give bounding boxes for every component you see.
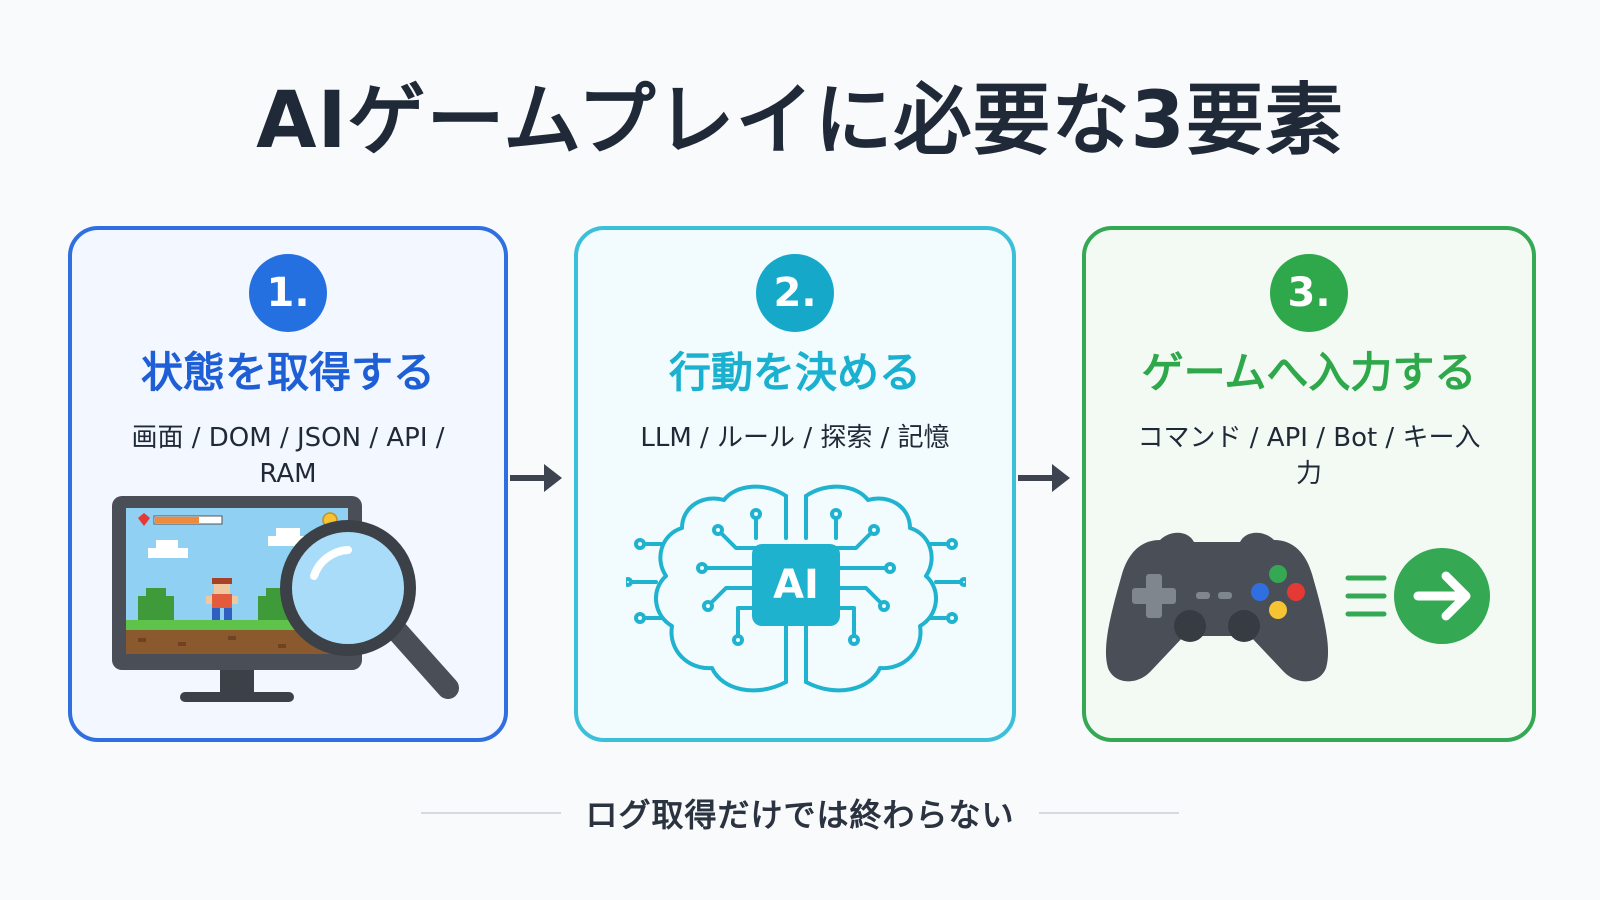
step-number-3: 3. xyxy=(1270,254,1348,332)
step-heading-3: ゲームへ入力する xyxy=(1141,348,1477,397)
step-description-1: 画面 / DOM / JSON / API / RAM xyxy=(131,423,445,489)
step-card-2: 2. 行動を決める LLM / ルール / 探索 / 記憶 xyxy=(574,226,1016,742)
step-number-1: 1. xyxy=(249,254,327,332)
step-card-3: 3. ゲームへ入力する コマンド / API / Bot / キー入力 xyxy=(1082,226,1536,742)
step-number-2: 2. xyxy=(756,254,834,332)
step-heading-2: 行動を決める xyxy=(668,348,921,397)
monitor-magnifier-icon xyxy=(112,496,459,702)
footer-text: ログ取得だけでは終わらない xyxy=(585,796,1015,834)
page-title: AIゲームプレイに必要な3要素 xyxy=(256,76,1344,166)
step-description-3: コマンド / API / Bot / キー入力 xyxy=(1137,423,1481,489)
divider-right xyxy=(1038,812,1179,814)
step-heading-1: 状態を取得する xyxy=(140,348,435,397)
divider-left xyxy=(421,812,562,814)
ai-brain-icon xyxy=(626,484,966,693)
step-description-2: LLM / ルール / 探索 / 記憶 xyxy=(640,423,950,453)
ai-chip-label: AI xyxy=(773,562,819,608)
arrow-right-icon xyxy=(510,464,562,492)
arrow-right-icon xyxy=(1018,464,1070,492)
step-card-1: 1. 状態を取得する 画面 / DOM / JSON / API / RAM xyxy=(68,226,508,742)
gamepad-arrow-icon xyxy=(1105,532,1490,682)
footer-caption: ログ取得だけでは終わらない xyxy=(0,790,1600,836)
